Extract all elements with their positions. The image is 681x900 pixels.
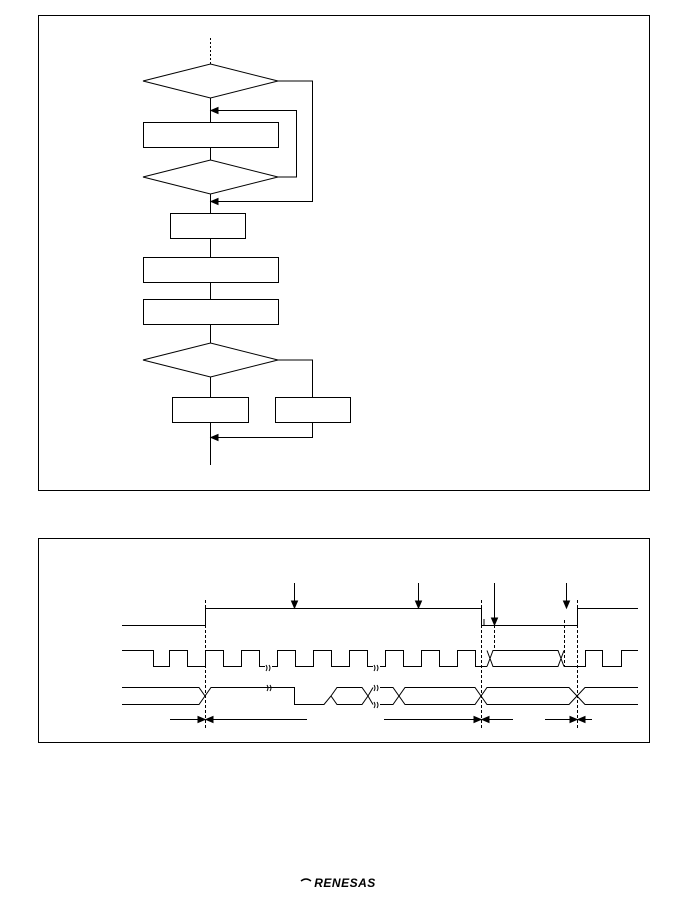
branch-line — [278, 359, 313, 397]
timing-figure — [38, 538, 650, 743]
process-box-4 — [143, 299, 279, 325]
signal-clock — [122, 650, 265, 667]
break-marks — [265, 664, 379, 672]
process-box-3 — [143, 257, 279, 283]
brand-logo: RENESAS — [314, 876, 376, 890]
marker-arrows — [290, 583, 571, 627]
decision-2 — [142, 159, 279, 195]
signal-clock — [564, 650, 638, 667]
flowchart-frame — [38, 15, 650, 491]
process-box-right — [275, 397, 351, 423]
break-marks — [266, 684, 379, 709]
signal-clock-data — [486, 650, 565, 667]
signal-clock-data — [486, 650, 565, 667]
signal-clock — [380, 650, 487, 667]
process-box-2 — [170, 213, 246, 239]
signal-data — [380, 695, 638, 705]
arrowhead — [209, 433, 219, 442]
arrowhead — [209, 197, 219, 206]
decision-1 — [142, 63, 279, 99]
signal-data — [204, 687, 374, 705]
decision-3 — [142, 342, 279, 378]
merge-line — [216, 423, 313, 438]
signal-top — [122, 608, 484, 626]
arrowhead — [209, 106, 219, 115]
bypass-line — [216, 80, 313, 202]
signal-top-b — [484, 608, 638, 626]
signal-data — [380, 687, 638, 697]
reference-lines — [205, 600, 578, 730]
signal-clock — [272, 650, 373, 667]
process-box-1 — [143, 122, 279, 148]
renesas-logo-icon — [300, 878, 312, 882]
dimension-arrows — [170, 715, 592, 724]
process-box-left — [172, 397, 249, 423]
loop-back-line — [216, 110, 297, 178]
signal-data — [330, 687, 374, 705]
timing-frame — [38, 538, 650, 743]
flowchart-figure — [38, 15, 650, 491]
signal-data — [122, 687, 206, 705]
